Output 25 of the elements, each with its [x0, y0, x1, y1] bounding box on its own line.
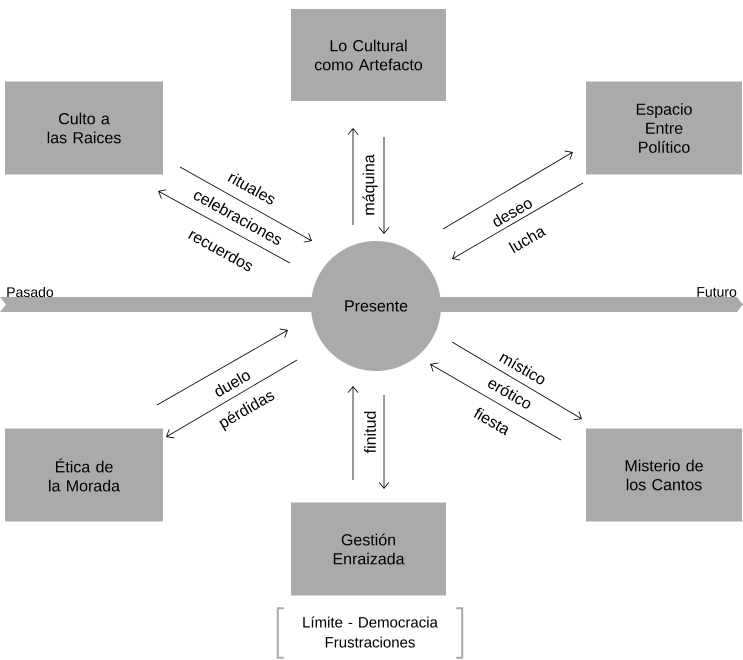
concept-box: Culto a las Raices	[5, 82, 163, 174]
concept-box: Gestión Enraizada	[291, 502, 446, 596]
arrow	[166, 360, 298, 438]
edge-label: lucha	[508, 228, 546, 253]
arrow	[156, 328, 288, 406]
bracket-note: Límite - Democracia Frustraciones	[276, 607, 464, 659]
edge-label: máquina	[362, 154, 378, 215]
arrow	[378, 394, 390, 489]
arrow	[452, 342, 582, 420]
arrow	[180, 166, 312, 243]
edge-label: deseo	[494, 200, 532, 227]
arrow	[348, 128, 358, 226]
edge-label: finitud	[364, 412, 376, 454]
arrow	[442, 150, 573, 230]
arrow	[430, 362, 562, 440]
axis-label: Futuro	[698, 287, 736, 297]
concept-box: Ética de la Morada	[5, 428, 163, 522]
arrow	[378, 136, 390, 234]
axis-label: Pasado	[7, 286, 54, 298]
arrow	[158, 189, 290, 264]
arrow	[348, 386, 358, 480]
concept-box: Espacio Entre Político	[586, 82, 742, 174]
concept-box: Lo Cultural como Artefacto	[291, 9, 446, 101]
concept-box: Misterio de los Cantos	[586, 428, 742, 522]
arrow	[452, 182, 584, 260]
